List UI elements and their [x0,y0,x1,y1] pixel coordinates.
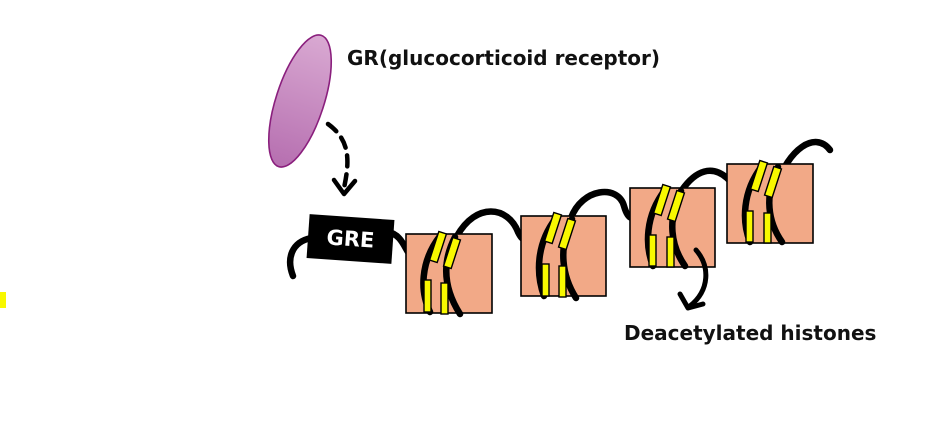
gre-label: GRE [325,225,376,253]
edge-yellow-mark [0,292,6,308]
acetyl-mark [745,210,754,243]
acetyl-mark [558,265,567,298]
nucleosome-3 [629,183,716,270]
acetyl-mark [423,279,432,313]
histone-label-arrowhead-icon [677,291,706,311]
acetyl-mark [442,236,462,270]
gre-box: GRE [306,214,395,264]
histones-label: Deacetylated histones [624,321,877,345]
dna-linker-3 [567,188,642,222]
nucleosome-2 [520,211,607,302]
dna-left-tail [286,234,315,280]
acetyl-mark [648,234,657,267]
acetyl-mark [652,183,672,217]
acetyl-mark [557,217,577,251]
binding-arrowhead-icon [331,177,358,197]
receptor-label: GR(glucocorticoid receptor) [347,46,661,70]
acetyl-mark [749,159,769,193]
acetyl-mark [666,189,686,223]
binding-arrow [325,121,350,191]
acetyl-mark [763,165,783,199]
nucleosome-4 [726,159,814,246]
acetyl-mark [541,263,550,297]
nucleosome-1 [405,230,493,318]
acetyl-mark [763,212,772,244]
acetyl-mark [428,230,448,264]
receptor-ellipse [267,34,333,168]
acetyl-mark [440,282,449,315]
acetyl-mark [543,211,563,245]
histone-label-arrow [687,247,709,309]
acetyl-mark [666,236,675,268]
